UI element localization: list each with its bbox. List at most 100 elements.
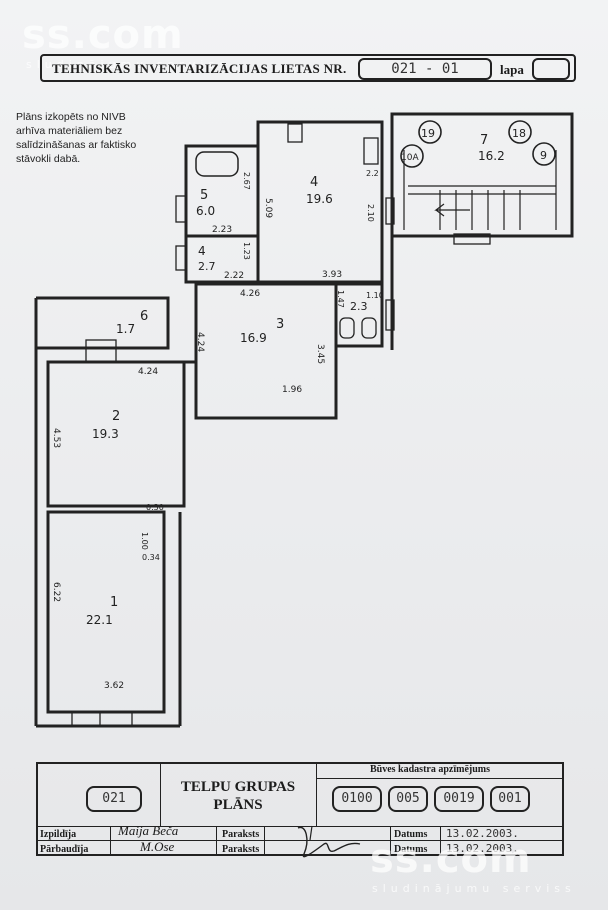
title-block	[36, 762, 564, 856]
executed-label: Izpildīja	[40, 829, 77, 840]
title-line: PLĀNS	[213, 797, 263, 813]
page-label: lapa	[500, 62, 524, 77]
room-2-area: 19.3	[92, 427, 119, 441]
dimension-label: 2.22	[224, 271, 244, 281]
case-number-field: 021 - 01	[358, 58, 492, 80]
room-4-number: 4	[310, 175, 318, 190]
staircase	[403, 150, 557, 230]
room-6-number: 6	[140, 309, 148, 324]
room-1-area: 22.1	[86, 613, 113, 627]
room-2-number: 2	[112, 409, 120, 424]
cadastre-label: Būves kadastra apzīmējums	[370, 764, 491, 775]
title-block-divider	[216, 826, 217, 856]
archive-note-line: arhīva materiāliem bez	[16, 125, 123, 137]
signature-image	[297, 825, 361, 858]
wc-area: 2.3	[350, 300, 368, 313]
dimension-label: 2.67	[242, 172, 251, 190]
stair-marker-18: 18	[512, 127, 526, 140]
dimension-label: 0.30	[146, 503, 164, 512]
title-block-divider	[36, 840, 564, 841]
stair-marker-9: 9	[540, 149, 547, 162]
stair-walls	[390, 112, 574, 238]
room-2-walls	[46, 360, 186, 508]
archive-note: Plāns izkopēts no NIVB arhīva materiālie…	[16, 110, 181, 166]
dimension-label: 1.47	[336, 290, 345, 308]
stair-markers	[400, 120, 556, 168]
title-block-divider	[390, 826, 391, 856]
watermark-logo: ss.com	[370, 836, 532, 882]
page-number-field	[532, 58, 570, 80]
room-1-walls	[46, 510, 166, 714]
date-label: Datums	[394, 844, 428, 855]
dimension-label: 2.10	[366, 204, 375, 222]
room-3-area: 16.9	[240, 331, 267, 345]
title-block-divider	[440, 826, 441, 856]
date-value: 13.02.2003.	[446, 842, 519, 855]
dimension-label: 3.62	[104, 681, 124, 691]
room-3-walls	[194, 282, 338, 420]
stair-marker-19: 19	[421, 127, 435, 140]
date-value: 13.02.2003.	[446, 827, 519, 840]
dimension-label: 4.53	[51, 428, 61, 448]
title-block-heading: TELPU GRUPAS PLĀNS	[168, 778, 308, 814]
dimension-label: 2.2	[366, 169, 379, 178]
bathtub-icon	[195, 151, 239, 177]
dimension-label: 4.24	[195, 332, 205, 352]
room-4-small-area: 2.7	[198, 260, 216, 273]
cadastre-part: 0019	[434, 786, 484, 812]
room-7-area: 16.2	[478, 149, 505, 163]
room-7-number: 7	[480, 133, 488, 148]
room-4-area: 19.6	[306, 192, 333, 206]
dimension-label: 3.45	[315, 344, 325, 364]
title-block-divider	[316, 778, 564, 779]
windows	[71, 195, 491, 727]
stair-marker-10a: 10A	[401, 153, 419, 163]
checked-by: M.Ose	[140, 839, 175, 854]
title-block-divider	[160, 762, 161, 826]
cadastre-part: 005	[388, 786, 428, 812]
cadastre-part: 0100	[332, 786, 382, 812]
room-5-area: 6.0	[196, 204, 215, 218]
archive-note-line: salīdzināšanas ar faktisko	[16, 139, 137, 151]
dimension-label: 5.09	[263, 198, 273, 218]
signature-label: Paraksts	[222, 829, 260, 840]
room-5-number: 5	[200, 188, 208, 203]
dimension-label: 4.24	[138, 367, 158, 377]
dimension-label: 1.00	[140, 532, 149, 550]
dimension-label: 4.26	[240, 289, 260, 299]
executed-by: Maija Beča	[118, 823, 179, 838]
title-block-divider	[36, 826, 564, 827]
dimension-label: 1.10	[366, 291, 384, 300]
header-frame	[40, 54, 576, 82]
sink-icon	[361, 317, 377, 339]
upper-block-walls	[184, 120, 384, 284]
toilet-icon	[339, 317, 355, 339]
group-code-field: 021	[86, 786, 142, 812]
stove-icon	[363, 137, 379, 165]
dimension-label: 6.22	[51, 582, 61, 602]
archive-note-line: stāvokli dabā.	[16, 153, 81, 165]
dimension-label: 0.34	[142, 553, 160, 562]
cadastre-part: 001	[490, 786, 530, 812]
checked-label: Pārbaudīja	[40, 844, 89, 855]
room-3-number: 3	[276, 317, 284, 332]
watermark-logo: ss.com	[22, 12, 184, 58]
title-block-divider	[316, 762, 317, 826]
watermark-tagline: sludinājumu serviss	[26, 58, 230, 71]
watermark-tagline: sludinājumu serviss	[372, 882, 576, 895]
title-line: TELPU GRUPAS	[180, 779, 296, 795]
signature-label: Paraksts	[222, 844, 260, 855]
dimension-label: 1.23	[242, 242, 251, 260]
date-label: Datums	[394, 829, 428, 840]
dimension-label: 1.96	[282, 385, 302, 395]
dimension-label: 2.23	[212, 225, 232, 235]
dimension-label: 3.93	[322, 270, 342, 280]
title-block-divider	[110, 826, 111, 856]
room-6-area: 1.7	[116, 322, 135, 336]
title-block-divider	[264, 826, 265, 856]
chimney-icon	[287, 123, 303, 143]
archive-note-line: Plāns izkopēts no NIVB	[16, 111, 126, 123]
header-title: TEHNISKĀS INVENTARIZĀCIJAS LIETAS NR.	[52, 61, 347, 76]
